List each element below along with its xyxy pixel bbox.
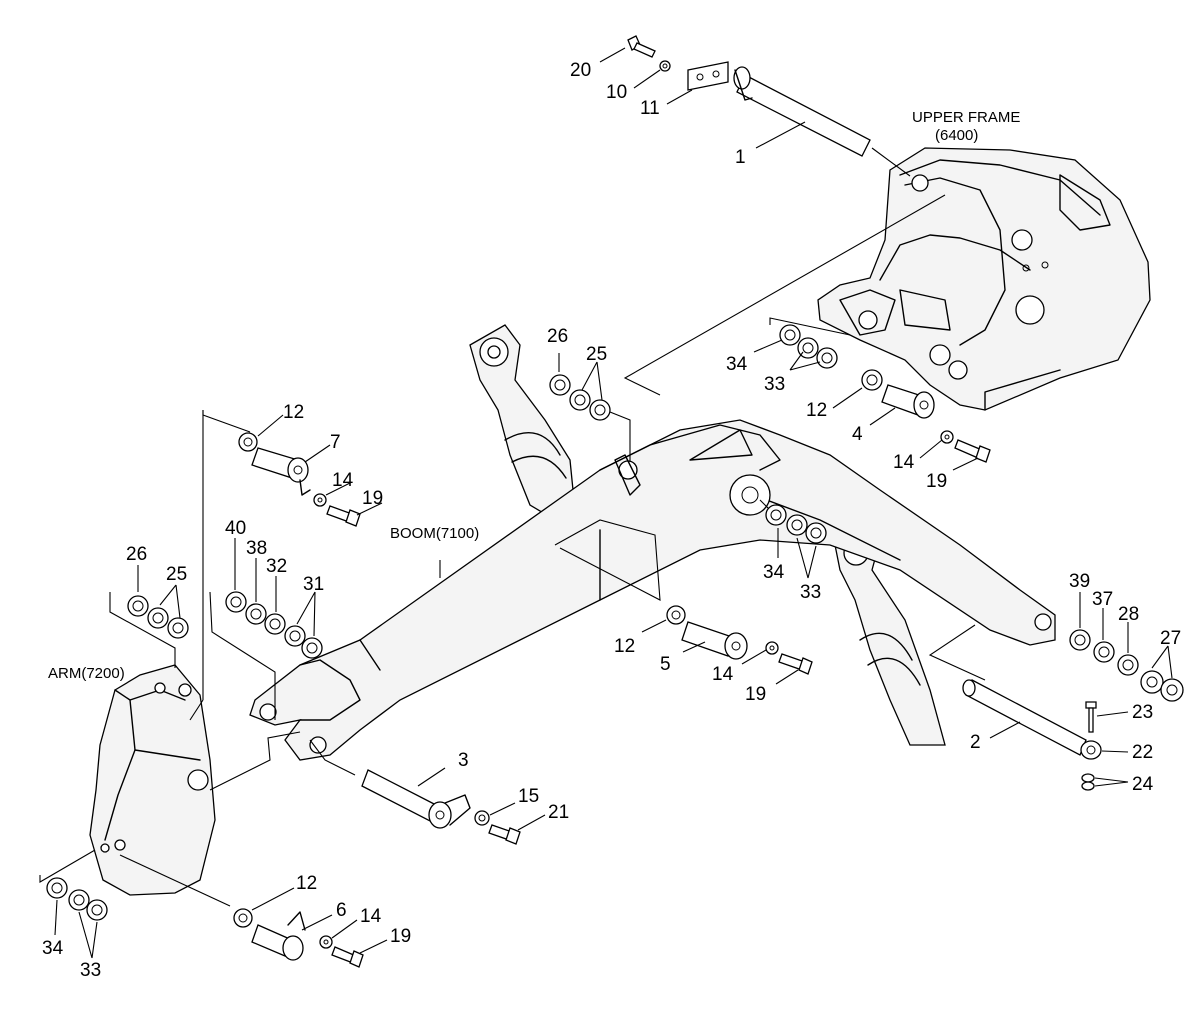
callout-7: 7 [330, 432, 341, 453]
washers-25-26-left [127, 595, 189, 639]
washers-27-39 [1069, 629, 1184, 702]
washer-12-upper-right [861, 369, 883, 391]
callout-22: 22 [1132, 742, 1153, 763]
callout-14-upper-left: 14 [332, 470, 354, 491]
callout-27: 27 [1160, 628, 1181, 649]
washer-12-upper-left [238, 432, 258, 452]
callout-34-lower: 34 [42, 938, 64, 959]
callout-1: 1 [735, 147, 746, 168]
callout-20: 20 [570, 60, 591, 81]
callout-2: 2 [970, 732, 981, 753]
callout-12-upper-left: 12 [283, 402, 304, 423]
callout-12-lower: 12 [296, 873, 317, 894]
callout-32: 32 [266, 556, 287, 577]
callout-33-middle: 33 [800, 582, 821, 603]
nut-22 [1080, 740, 1102, 760]
washer-14-upper-left [313, 493, 327, 507]
boom-drawing [249, 419, 1056, 761]
callout-31: 31 [303, 574, 324, 595]
callout-39: 39 [1069, 571, 1090, 592]
washer-14-upper-right [940, 430, 954, 444]
washer-12-lower [233, 908, 253, 928]
callout-28: 28 [1118, 604, 1139, 625]
upper-frame-code-label: (6400) [935, 127, 978, 144]
callout-26-left: 26 [126, 544, 147, 565]
callout-26-upper: 26 [547, 326, 568, 347]
upper-frame-drawing [817, 147, 1151, 411]
callout-6: 6 [336, 900, 347, 921]
washer-14-lower [319, 935, 333, 949]
boom-cylinder-upper [469, 324, 576, 521]
callout-38: 38 [246, 538, 267, 559]
callout-3: 3 [458, 750, 469, 771]
pin-7 [251, 447, 311, 496]
callout-12-upper-right: 12 [806, 400, 827, 421]
callout-40: 40 [225, 518, 246, 539]
callout-15: 15 [518, 786, 539, 807]
callout-21: 21 [548, 802, 569, 823]
washer-10 [659, 60, 671, 72]
callout-33-upper: 33 [764, 374, 785, 395]
washers-33-34-lower [46, 877, 108, 921]
callout-34-middle: 34 [763, 562, 785, 583]
pin-3 [361, 769, 471, 829]
callout-12-middle: 12 [614, 636, 635, 657]
callout-14-lower: 14 [360, 906, 382, 927]
bolt-21 [488, 824, 521, 845]
callout-5: 5 [660, 654, 671, 675]
upper-frame-label: UPPER FRAME [912, 109, 1020, 126]
callout-19-middle: 19 [745, 684, 766, 705]
callout-10: 10 [606, 82, 627, 103]
leader-lines [39, 147, 986, 907]
callout-14-upper-right: 14 [893, 452, 915, 473]
plate-11 [687, 61, 729, 91]
bolt-19-lower [331, 946, 364, 968]
pin-2 [962, 679, 1087, 756]
arm-drawing [89, 664, 216, 896]
washers-33-34-upper [779, 324, 838, 369]
washers-31-40 [225, 591, 323, 659]
callout-19-upper-left: 19 [362, 488, 383, 509]
washer-15 [474, 810, 490, 826]
bolt-20 [627, 35, 656, 58]
callout-19-upper-right: 19 [926, 471, 947, 492]
pin-4 [881, 384, 935, 419]
washers-33-34-middle [765, 504, 827, 544]
callout-14-middle: 14 [712, 664, 734, 685]
callout-25-upper: 25 [586, 344, 607, 365]
bolt-23 [1085, 701, 1097, 733]
callout-leaders [54, 47, 1173, 959]
washer-12-middle [666, 605, 686, 625]
bolt-19-middle [778, 653, 813, 675]
callout-11: 11 [640, 98, 660, 119]
callout-23: 23 [1132, 702, 1153, 723]
bolt-19-upper-left [326, 505, 361, 527]
boom-label: BOOM(7100) [390, 525, 479, 542]
pin-1 [733, 66, 871, 157]
callout-19-lower: 19 [390, 926, 411, 947]
callout-33-lower: 33 [80, 960, 101, 981]
washers-25-26-upper [549, 374, 611, 421]
washer-14-middle [765, 641, 779, 655]
callout-37: 37 [1092, 589, 1113, 610]
callout-4: 4 [852, 424, 863, 445]
bolt-19-upper-right [954, 439, 991, 463]
pin-5 [681, 621, 748, 660]
callout-34-upper: 34 [726, 354, 748, 375]
arm-label: ARM(7200) [48, 665, 125, 682]
washers-24 [1081, 773, 1095, 791]
callout-numbers: 20 10 11 1 34 33 12 4 14 19 26 25 12 7 1… [42, 60, 1181, 981]
pin-6 [251, 911, 306, 961]
callout-24: 24 [1132, 774, 1154, 795]
callout-25-left: 25 [166, 564, 187, 585]
